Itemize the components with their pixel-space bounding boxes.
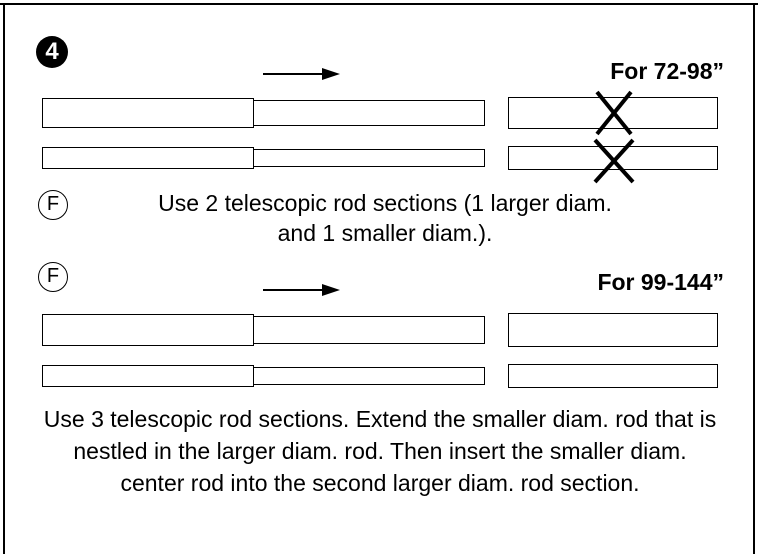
extend-arrow-icon-2 [263, 284, 340, 296]
rod-large-diam-2b [253, 316, 485, 344]
panel-right-border [753, 3, 755, 554]
rod-small-diam-2 [253, 149, 485, 167]
marker-f-circle-2: F [38, 262, 68, 292]
extend-arrow-icon-1 [263, 68, 340, 80]
instruction-72-98: Use 2 telescopic rod sections (1 larger … [158, 190, 612, 246]
range-label-72-98: For 72-98” [610, 58, 724, 84]
rod-small-diam-2b [253, 367, 485, 385]
instruction-99-144: Use 3 telescopic rod sections. Extend th… [43, 406, 717, 496]
panel-top-border [0, 3, 758, 5]
step-number-badge: 4 [36, 36, 68, 68]
rod-small-diam-3b [508, 364, 718, 388]
rod-large-diam-2 [253, 100, 485, 126]
cross-mark-icon-1 [595, 90, 633, 136]
cross-mark-icon-2 [593, 138, 635, 184]
rod-large-diam-1 [42, 98, 254, 128]
panel-left-border [3, 3, 5, 554]
range-label-99-144: For 99-144” [597, 269, 724, 295]
rod-large-diam-3b [508, 313, 718, 347]
marker-f-circle-1: F [38, 190, 68, 220]
